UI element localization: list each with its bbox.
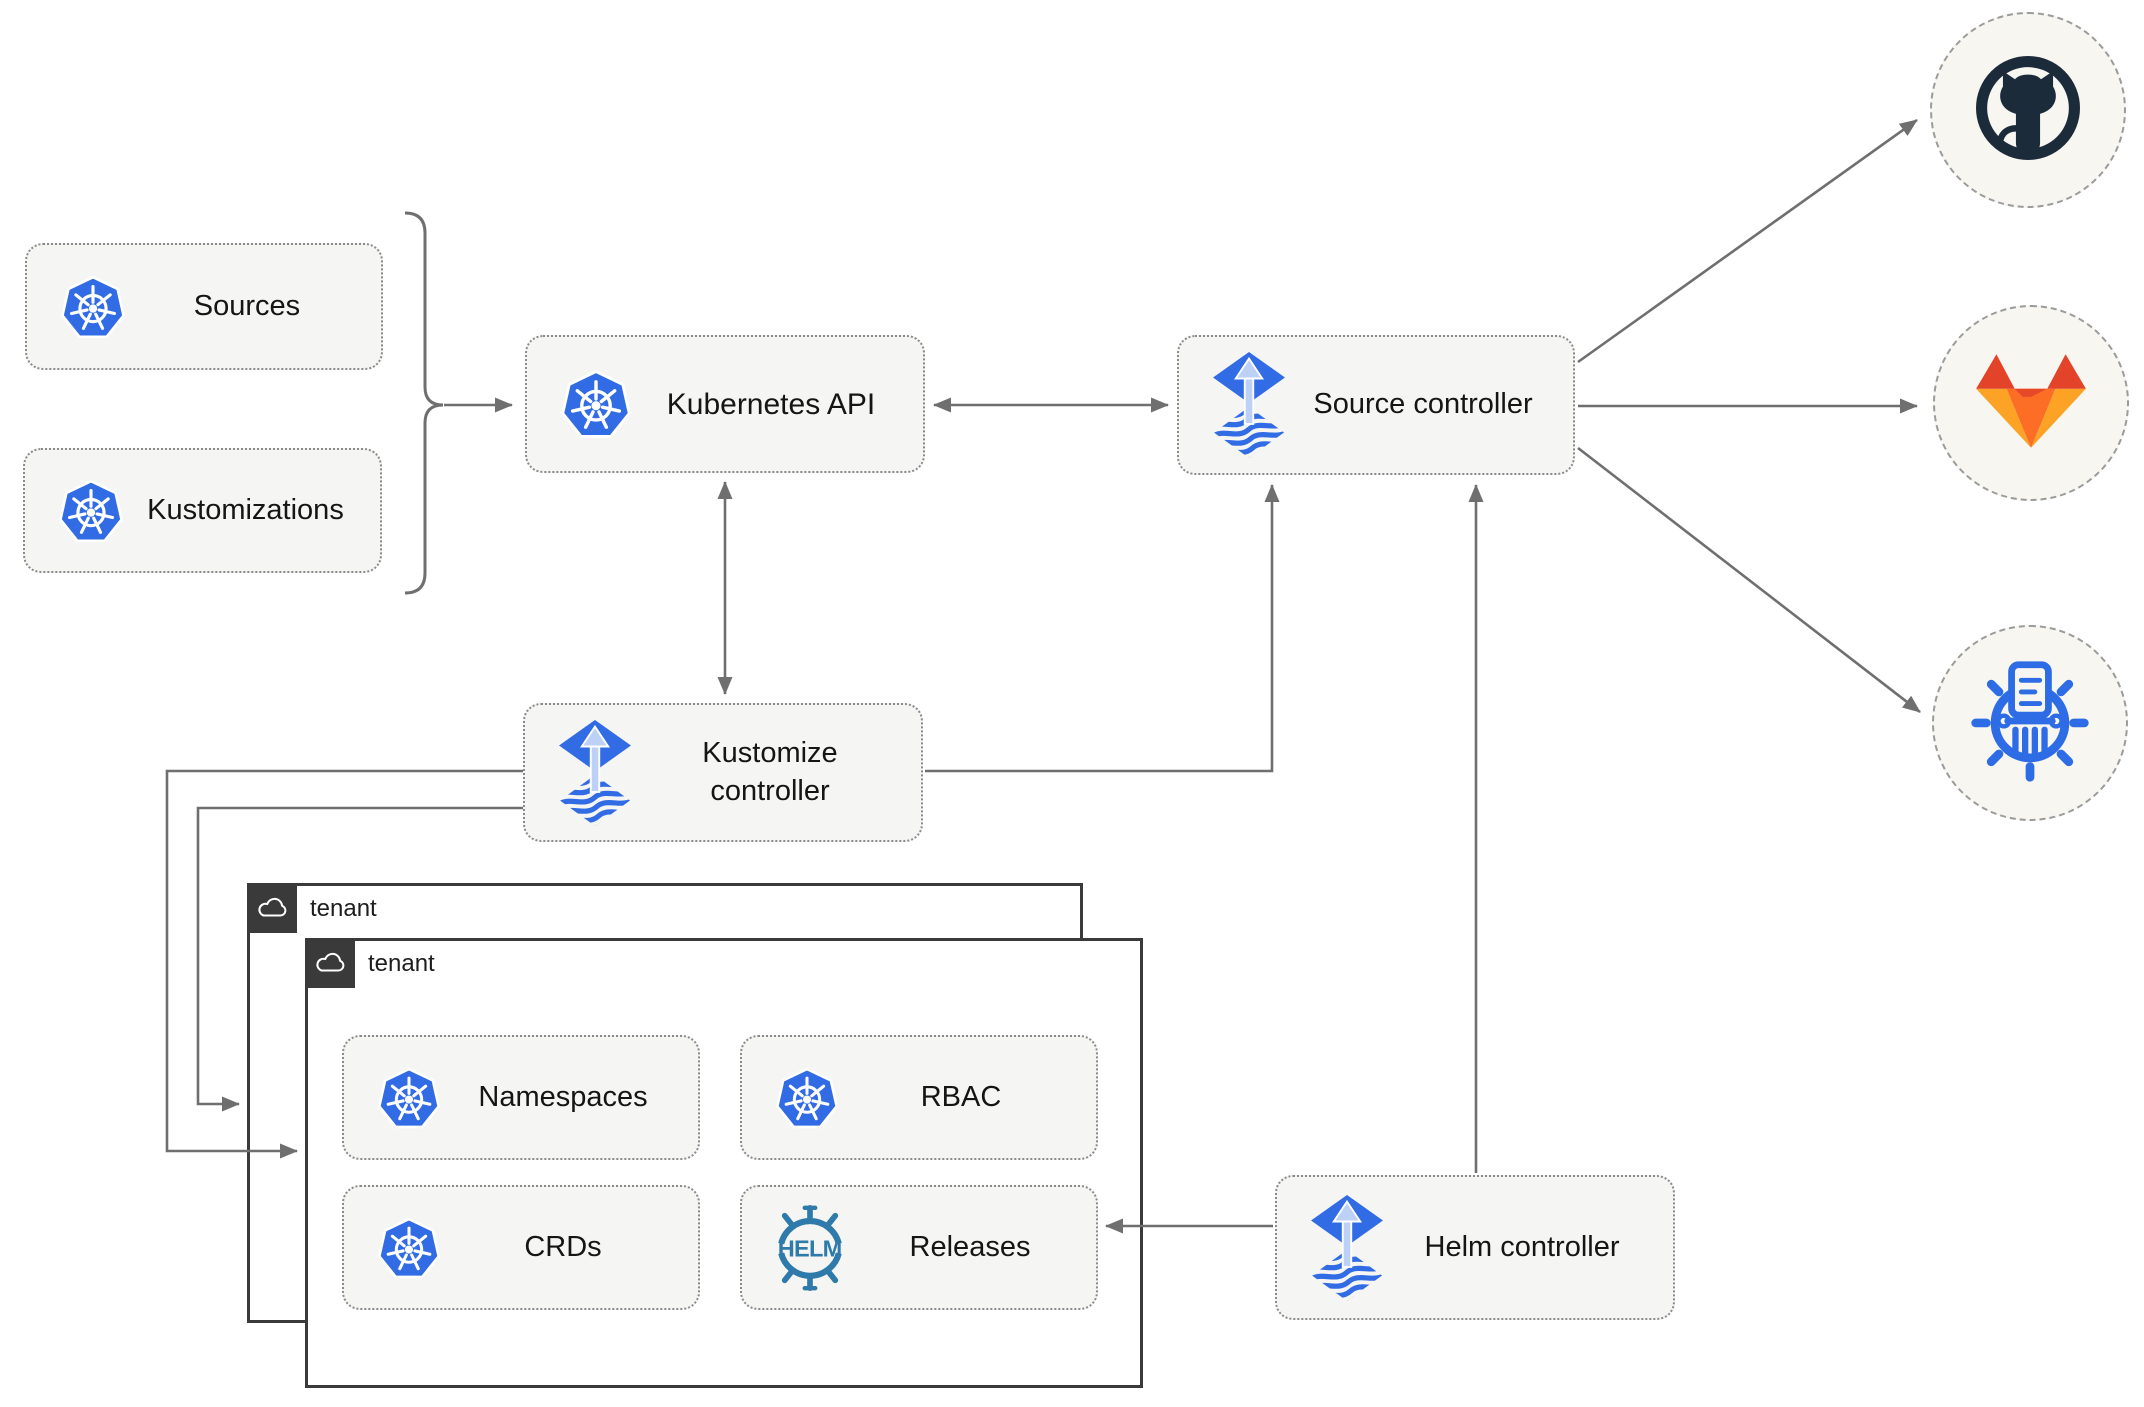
cloud-icon bbox=[305, 938, 355, 988]
brace-sources-kustomizations bbox=[404, 211, 444, 595]
node-label: Source controller bbox=[1313, 388, 1533, 421]
node-releases: Releases bbox=[740, 1185, 1098, 1310]
node-kubernetes-api: Kubernetes API bbox=[525, 335, 925, 473]
endpoint-gitlab bbox=[1933, 305, 2129, 501]
node-namespaces: Namespaces bbox=[342, 1035, 700, 1160]
flux-icon bbox=[1211, 352, 1287, 458]
node-sources: Sources bbox=[25, 243, 383, 370]
node-label: Kustomize controller bbox=[702, 736, 838, 807]
tenant-group-inner bbox=[305, 938, 1143, 1388]
kubernetes-icon bbox=[59, 273, 127, 341]
arrow-source-controller-to-github bbox=[1577, 118, 1918, 364]
endpoint-github bbox=[1930, 12, 2126, 208]
node-label: RBAC bbox=[920, 1080, 1002, 1113]
github-icon bbox=[1963, 43, 2093, 178]
kubernetes-icon bbox=[774, 1065, 840, 1131]
cloud-icon bbox=[247, 883, 297, 933]
kubernetes-icon bbox=[57, 477, 125, 545]
arrow-kustomize-controller-to-source-controller bbox=[925, 484, 1280, 773]
node-label: Sources bbox=[193, 289, 301, 322]
node-kustomize-controller: Kustomize controller bbox=[523, 703, 923, 842]
node-kustomizations: Kustomizations bbox=[23, 448, 382, 573]
flux-icon bbox=[1309, 1195, 1385, 1301]
flux-icon bbox=[557, 720, 633, 826]
kubernetes-icon bbox=[376, 1065, 442, 1131]
endpoint-helm-repository bbox=[1932, 625, 2128, 821]
node-label: Helm controller bbox=[1424, 1230, 1620, 1263]
kubernetes-icon bbox=[376, 1215, 442, 1281]
node-helm-controller: Helm controller bbox=[1275, 1175, 1675, 1320]
node-label: Namespaces bbox=[478, 1080, 648, 1113]
node-label: CRDs bbox=[524, 1230, 602, 1263]
arrow-source-controller-to-helm-repository bbox=[1577, 446, 1921, 714]
kubernetes-icon bbox=[559, 367, 633, 441]
gitlab-icon bbox=[1970, 350, 2092, 457]
helm-icon bbox=[762, 1205, 858, 1291]
tenant-label-inner: tenant bbox=[368, 950, 435, 977]
node-label: Releases bbox=[909, 1230, 1031, 1263]
node-label: Kustomizations bbox=[147, 493, 344, 526]
node-crds: CRDs bbox=[342, 1185, 700, 1310]
node-source-controller: Source controller bbox=[1177, 335, 1575, 475]
helm-repository-icon bbox=[1966, 657, 2094, 790]
node-label: Kubernetes API bbox=[666, 387, 876, 421]
tenant-label-outer: tenant bbox=[310, 895, 377, 922]
node-rbac: RBAC bbox=[740, 1035, 1098, 1160]
